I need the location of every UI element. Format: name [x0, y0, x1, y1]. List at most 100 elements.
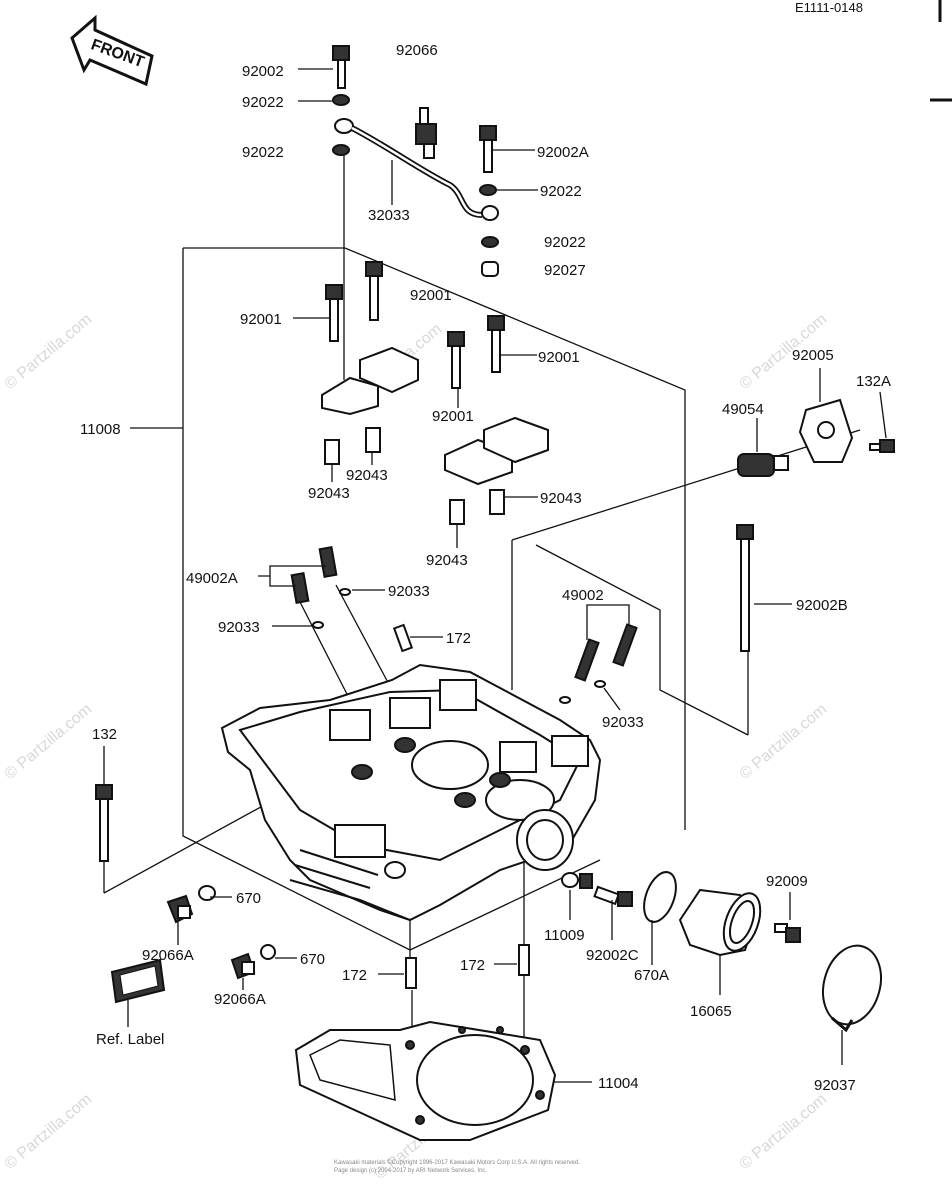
part-label-670A: 670A	[634, 967, 669, 984]
part-label-49002: 49002	[562, 587, 604, 604]
part-label-92022: 92022	[540, 183, 582, 200]
part-label-49002A: 49002A	[186, 570, 238, 587]
bolt-92002A	[479, 125, 497, 173]
dowel-92043	[449, 499, 465, 525]
washer-92022	[481, 236, 499, 248]
part-label-132A: 132A	[856, 373, 891, 390]
part-label-92022: 92022	[242, 144, 284, 161]
cylinder-head-11008	[220, 663, 602, 922]
part-label-92002B: 92002B	[796, 597, 848, 614]
part-label-92002C: 92002C	[586, 947, 639, 964]
gasket-11009	[561, 872, 579, 888]
part-labels: 92002 92066 92022 92022 92002A 92022 320…	[80, 42, 891, 1094]
seal-92033	[312, 621, 324, 629]
oil-pipe-32033	[334, 118, 499, 221]
part-label-172: 172	[342, 967, 367, 984]
washer-92022	[479, 184, 497, 196]
diagram-code: E1111-0148	[795, 0, 863, 15]
washer-92022	[332, 94, 350, 106]
part-label-92009: 92009	[766, 873, 808, 890]
part-label-92027: 92027	[544, 262, 586, 279]
o-ring-670	[198, 885, 216, 901]
seal-92033	[594, 680, 606, 688]
watermark: © Partzilla.com	[2, 701, 96, 783]
stud-172	[405, 957, 417, 989]
part-label-92022: 92022	[544, 234, 586, 251]
bolt-92002	[332, 45, 350, 89]
valve-49002A	[290, 546, 338, 604]
part-label-92043: 92043	[540, 490, 582, 507]
part-label-92066A: 92066A	[142, 947, 194, 964]
part-label-92066: 92066	[396, 42, 438, 59]
collar-92027	[481, 261, 499, 277]
plug-92066A	[230, 952, 256, 980]
watermark: © Partzilla.com	[2, 1091, 96, 1173]
dowel-92043	[365, 427, 381, 453]
housing-92005	[798, 398, 854, 463]
part-label-92001: 92001	[432, 408, 474, 425]
bolt-132	[95, 784, 113, 862]
watermark: © Partzilla.com	[2, 311, 96, 393]
ref-label-text: Ref. Label	[96, 1031, 164, 1048]
part-label-49054: 49054	[722, 401, 764, 418]
part-label-92043: 92043	[426, 552, 468, 569]
part-label-32033: 32033	[368, 207, 410, 224]
watermark: © Partzilla.com	[737, 1091, 831, 1173]
dowel-92043	[324, 439, 340, 465]
part-label-132: 132	[92, 726, 117, 743]
copyright-text-2: Page design (c) 2004-2017 by ARI Network…	[334, 1168, 487, 1174]
copyright-text: Kawasaki materials ©Copyright 1996-2017 …	[334, 1159, 580, 1166]
screw-132A	[869, 439, 895, 453]
part-label-92002A: 92002A	[537, 144, 589, 161]
part-label-92005: 92005	[792, 347, 834, 364]
front-arrow-icon: FRONT	[70, 14, 154, 87]
part-label-92043: 92043	[308, 485, 350, 502]
part-label-92066A: 92066A	[214, 991, 266, 1008]
part-label-92037: 92037	[814, 1077, 856, 1094]
bolt-92001	[447, 331, 465, 389]
part-label-92033: 92033	[602, 714, 644, 731]
part-label-172: 172	[460, 957, 485, 974]
watermark: © Partzilla.com	[737, 701, 831, 783]
reference-label-plate	[110, 958, 166, 1004]
part-label-92033: 92033	[388, 583, 430, 600]
part-label-11009: 11009	[544, 927, 585, 944]
assembly-bracket-11008	[130, 247, 686, 951]
bolt-92001	[487, 315, 505, 373]
part-label-92022: 92022	[242, 94, 284, 111]
part-label-11004: 11004	[598, 1075, 639, 1092]
part-label-172: 172	[446, 630, 471, 647]
plug-92066A	[166, 894, 194, 924]
dowel-92043	[489, 489, 505, 515]
camshaft-cap	[321, 376, 379, 416]
part-label-16065: 16065	[690, 1003, 732, 1020]
part-label-670: 670	[300, 951, 325, 968]
intake-holder-16065	[678, 888, 762, 957]
part-label-92001: 92001	[240, 311, 282, 328]
clamp-92037	[822, 944, 882, 1033]
head-gasket-11004	[294, 1020, 557, 1141]
screw-92009	[774, 923, 801, 943]
o-ring-670	[260, 944, 276, 960]
bolt-92001	[325, 284, 343, 342]
washer-92022	[332, 144, 350, 156]
guide-lines	[103, 155, 861, 1083]
part-label-670: 670	[236, 890, 261, 907]
part-label-92033: 92033	[218, 619, 260, 636]
stud-172	[518, 944, 530, 976]
switch-49054	[737, 453, 789, 477]
bolt-92002B	[736, 524, 754, 652]
stud-172	[392, 623, 414, 653]
leader-lines	[103, 68, 887, 1027]
o-ring-670A	[643, 871, 677, 923]
part-label-92002: 92002	[242, 63, 284, 80]
part-label-92001: 92001	[538, 349, 580, 366]
bolt-92001	[365, 261, 383, 321]
plug-92066	[415, 107, 437, 159]
part-label-11008: 11008	[80, 421, 121, 438]
part-label-92001: 92001	[410, 287, 452, 304]
camshaft-cap	[359, 346, 419, 394]
bolt-92002C	[579, 873, 633, 907]
camshaft-cap	[483, 416, 549, 464]
